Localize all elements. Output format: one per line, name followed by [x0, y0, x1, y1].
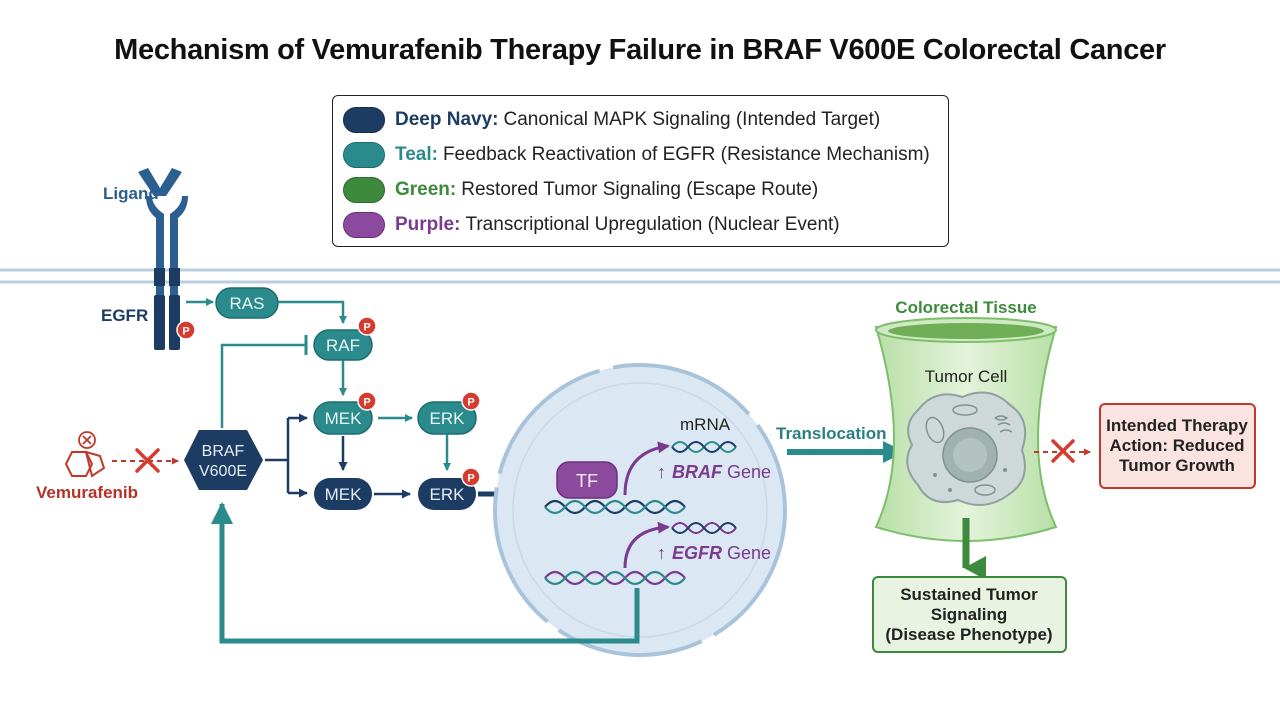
mrna-label: mRNA	[680, 415, 731, 434]
svg-text:RAS: RAS	[230, 294, 265, 313]
mek-bottom-node: MEK	[314, 478, 372, 510]
nucleus	[493, 363, 787, 657]
svg-text:RAF: RAF	[326, 336, 360, 355]
svg-text:P: P	[467, 397, 474, 409]
vemurafenib-label: Vemurafenib	[36, 483, 138, 502]
transcription-factor-node: TF	[556, 461, 618, 499]
svg-text:P: P	[467, 473, 474, 485]
svg-text:Tumor Growth: Tumor Growth	[1119, 456, 1235, 475]
legend-key: Deep Navy:	[395, 109, 499, 130]
tumor-cell-icon	[906, 391, 1026, 506]
legend-swatch-teal	[343, 142, 385, 168]
svg-text:Sustained Tumor: Sustained Tumor	[900, 585, 1038, 604]
braf-mrna-icon	[671, 441, 737, 453]
svg-text:V600E: V600E	[199, 463, 247, 480]
legend-text: Transcriptional Upregulation (Nuclear Ev…	[465, 214, 840, 235]
legend-swatch-green	[343, 177, 385, 203]
braf-gene-label: ↑BRAF Gene	[657, 462, 771, 482]
legend-item-purple: Purple: Transcriptional Upregulation (Nu…	[343, 211, 840, 239]
legend-text: Canonical MAPK Signaling (Intended Targe…	[503, 109, 881, 130]
legend-key: Green:	[395, 179, 457, 200]
egfr-gene-label: ↑EGFR Gene	[657, 543, 771, 563]
svg-text:TF: TF	[576, 471, 598, 491]
svg-text:Intended Therapy: Intended Therapy	[1106, 416, 1248, 435]
sustained-signaling-box: Sustained Tumor Signaling (Disease Pheno…	[872, 576, 1067, 653]
legend-item-teal: Teal: Feedback Reactivation of EGFR (Res…	[343, 141, 930, 169]
legend-swatch-navy	[343, 107, 385, 133]
erk-top-node: ERK P	[417, 391, 481, 435]
svg-text:ERK: ERK	[430, 485, 466, 504]
egfr-transcription-arrow	[623, 521, 670, 569]
legend-key: Purple:	[395, 214, 461, 235]
ras-to-raf-arrow	[278, 300, 347, 324]
svg-text:Signaling: Signaling	[931, 605, 1008, 624]
braf-transcription-arrow	[623, 441, 670, 496]
tumor-cell-label: Tumor Cell	[925, 367, 1008, 386]
braf-dna-icon	[544, 499, 686, 515]
svg-text:P: P	[363, 397, 370, 409]
mek-top-node: MEK P	[313, 391, 377, 435]
egfr-label: EGFR	[101, 306, 148, 325]
svg-text:(Disease Phenotype): (Disease Phenotype)	[885, 625, 1052, 644]
svg-text:MEK: MEK	[325, 409, 363, 428]
braf-v600e-node: BRAF V600E	[184, 430, 263, 490]
svg-text:P: P	[182, 326, 189, 338]
legend-item-navy: Deep Navy: Canonical MAPK Signaling (Int…	[343, 106, 880, 134]
braf-to-mek-fork	[265, 413, 308, 498]
svg-text:P: P	[363, 322, 370, 334]
svg-text:ERK: ERK	[430, 409, 466, 428]
svg-text:BRAF: BRAF	[202, 443, 245, 460]
egfr-receptor-icon	[138, 168, 188, 350]
intended-therapy-box: Intended Therapy Action: Reduced Tumor G…	[1099, 403, 1256, 489]
vemurafenib-blocked-arrow	[112, 448, 179, 473]
erk-bottom-node: ERK P	[418, 467, 481, 510]
page-title: Mechanism of Vemurafenib Therapy Failure…	[114, 34, 1166, 66]
ras-node: RAS	[215, 287, 279, 319]
braf-inhibits-raf-line	[220, 343, 306, 428]
therapy-blocked-arrow	[1034, 439, 1091, 463]
egfr-phospho-badge: P	[176, 320, 196, 340]
svg-text:Action: Reduced: Action: Reduced	[1109, 436, 1244, 455]
legend: Deep Navy: Canonical MAPK Signaling (Int…	[332, 95, 949, 247]
cell-membrane	[0, 268, 1280, 284]
legend-swatch-purple	[343, 212, 385, 238]
ligand-label: Ligand	[103, 184, 159, 203]
legend-key: Teal:	[395, 144, 438, 165]
colorectal-tissue-label: Colorectal Tissue	[895, 298, 1036, 317]
svg-text:MEK: MEK	[325, 485, 363, 504]
legend-text: Restored Tumor Signaling (Escape Route)	[461, 179, 819, 200]
egfr-feedback-loop-arrow	[211, 502, 640, 644]
legend-text: Feedback Reactivation of EGFR (Resistanc…	[442, 144, 930, 165]
raf-node: RAF P	[313, 316, 377, 361]
legend-item-green: Green: Restored Tumor Signaling (Escape …	[343, 176, 818, 204]
egfr-dna-icon	[544, 570, 686, 586]
translocation-label: Translocation	[776, 424, 887, 443]
egfr-mrna-icon	[671, 522, 737, 534]
vemurafenib-drug-icon	[64, 431, 106, 478]
